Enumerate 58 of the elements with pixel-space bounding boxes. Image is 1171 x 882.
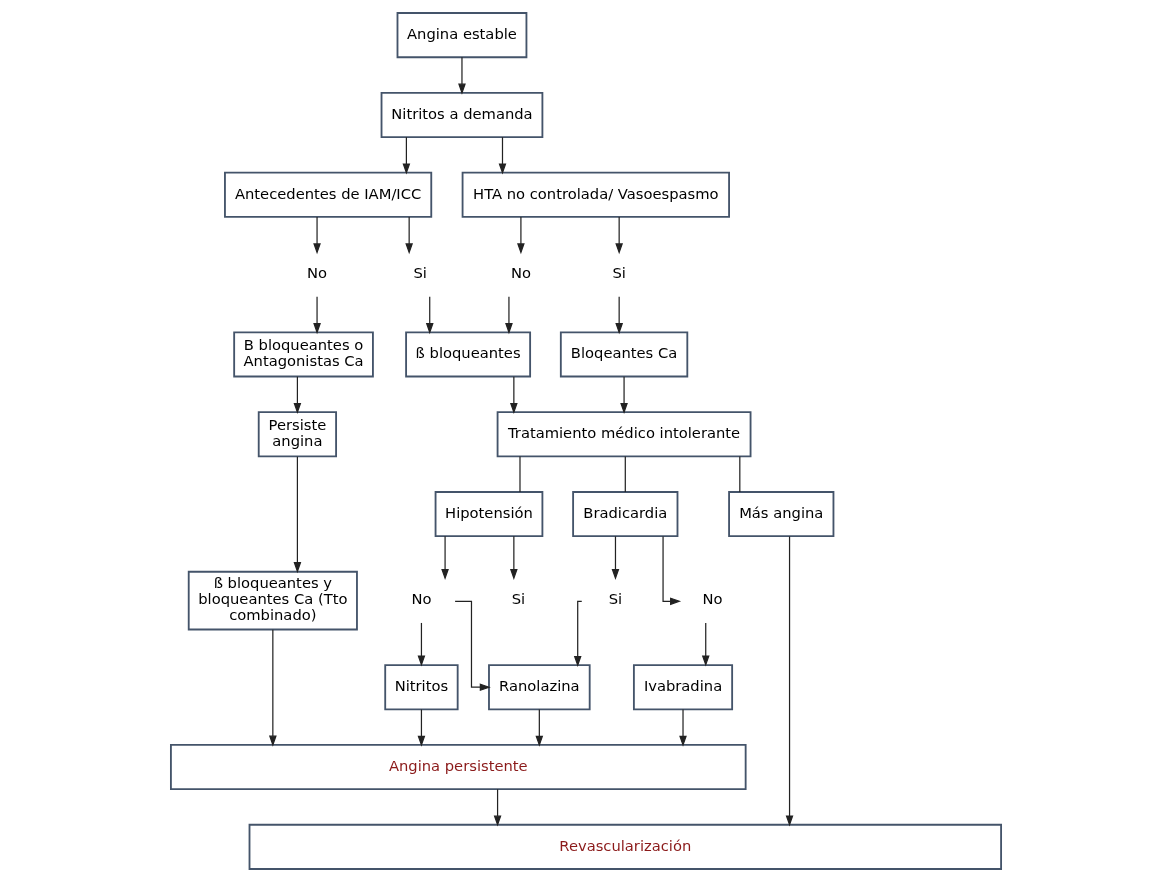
arrow: [614, 296, 623, 335]
node-box: Hipotensión: [434, 491, 543, 538]
connector: [624, 455, 626, 493]
node-text: No: [410, 590, 431, 608]
node-box: Ivabradina: [632, 664, 733, 711]
arrow: [504, 296, 513, 335]
arrow: [619, 376, 628, 414]
node-box: Angina persistente: [169, 744, 747, 791]
node-text: Si: [608, 590, 622, 608]
node-text: No: [306, 264, 327, 282]
arrow: [312, 296, 321, 335]
arrow: [509, 376, 518, 414]
arrow: [701, 622, 710, 667]
arrow: [293, 456, 301, 574]
node-box: ß bloqueantes: [404, 331, 531, 378]
arrow: [402, 136, 410, 175]
node-box: Persiste angina: [257, 411, 337, 458]
node-box: B bloqueantes o Antagonistas Ca: [232, 331, 374, 378]
arrow: [493, 788, 501, 827]
arrow: [268, 629, 277, 747]
arrow: [516, 216, 525, 255]
node-text: No: [510, 264, 531, 282]
arrow: [454, 600, 491, 692]
arrow: [312, 216, 321, 255]
arrow: [498, 136, 506, 175]
node-text: Si: [412, 264, 427, 282]
connector: [738, 455, 740, 493]
arrow: [614, 216, 623, 255]
node-box: Más angina: [727, 491, 834, 538]
node-box: Antecedentes de IAM/ICC: [223, 171, 432, 218]
arrow: [293, 376, 301, 414]
arrow: [785, 535, 793, 827]
node-box: Bloqeantes Ca: [559, 331, 688, 378]
node-text: Si: [611, 264, 626, 282]
node-box: Angina estable: [396, 12, 527, 59]
node-text: Si: [511, 590, 525, 608]
arrow: [661, 535, 681, 606]
connector: [518, 455, 521, 493]
arrow: [509, 535, 518, 580]
node-box: Bradicardia: [571, 491, 678, 538]
node-box: Nitritos a demanda: [380, 91, 543, 138]
node-box: ß bloqueantes y bloqueantes Ca (Tto combinado): [187, 570, 358, 631]
node-text: No: [701, 590, 722, 608]
node-box: Tratamiento médico intolerante: [496, 411, 751, 458]
arrow: [417, 622, 425, 667]
node-box: Ranolazina: [487, 664, 591, 711]
arrow: [404, 216, 413, 255]
arrow: [611, 535, 619, 580]
node-box: Nitritos: [383, 664, 459, 711]
arrow: [417, 708, 425, 747]
arrow: [678, 708, 687, 747]
node-box: Revascularización: [248, 823, 1002, 870]
arrow: [440, 535, 449, 580]
arrow: [425, 296, 434, 335]
arrow: [534, 708, 543, 747]
arrow: [457, 56, 466, 95]
arrow: [573, 600, 582, 667]
node-box: HTA no controlada/ Vasoespasmo: [461, 171, 730, 218]
